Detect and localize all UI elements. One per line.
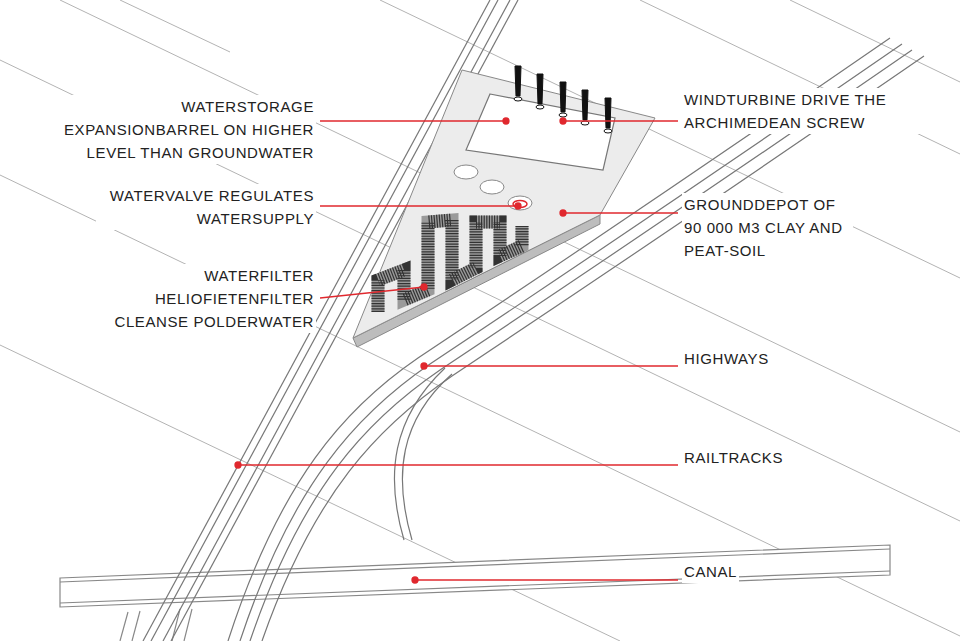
callout-label: WATERSTORAGE EXPANSIONBARREL ON HIGHER L… <box>50 95 316 164</box>
water-valve <box>508 196 532 210</box>
wind-turbine <box>582 90 588 120</box>
turbine-base <box>536 105 544 109</box>
canal-bank <box>60 571 890 603</box>
field-line <box>60 0 960 432</box>
leader-dot <box>515 203 521 209</box>
turbine-base <box>514 97 522 101</box>
leader-line <box>320 205 518 206</box>
leader-dot <box>235 462 241 468</box>
bridge-stub <box>132 611 140 641</box>
leader-dot <box>421 284 427 290</box>
wind-turbine <box>560 82 566 112</box>
leader-dot <box>421 363 427 369</box>
field-line <box>0 60 960 521</box>
wind-turbine <box>515 66 521 96</box>
field-line <box>790 0 960 82</box>
platform-side <box>353 215 600 347</box>
wind-turbine <box>537 74 543 104</box>
helophyte-filter <box>378 220 522 312</box>
callout-label: RAILTRACKS <box>682 446 785 469</box>
platform <box>353 70 655 347</box>
side-road <box>394 368 445 540</box>
callout-label: WINDTURBINE DRIVE THE ARCHIMEDEAN SCREW <box>682 88 948 134</box>
callout-label: HIGHWAYS <box>682 347 771 370</box>
canal-water <box>60 545 890 607</box>
field-line <box>640 0 960 154</box>
callout-label: CANAL <box>682 560 739 583</box>
leader-dot <box>560 210 566 216</box>
leader-line <box>424 365 678 366</box>
callout-label: WATERVALVE REGULATES WATERSUPPLY <box>96 184 316 230</box>
leader-line <box>563 120 678 121</box>
helophyte-texture <box>378 220 522 312</box>
highway-edge <box>250 50 912 641</box>
field-line <box>0 175 960 636</box>
leader-line <box>415 579 678 580</box>
leader-dot <box>560 118 566 124</box>
water-valve <box>454 165 478 179</box>
turbine-base <box>604 129 612 133</box>
wind-turbines <box>514 66 612 133</box>
bridge-stub <box>120 612 128 641</box>
leader-line <box>238 464 678 465</box>
side-road <box>402 374 452 540</box>
callout-label: WATERFILTER HELIOFIETENFILTER CLEANSE PO… <box>90 264 316 333</box>
wind-turbine <box>605 98 611 128</box>
leader-line <box>320 287 424 298</box>
leader-dot <box>503 118 509 124</box>
leader-line <box>320 120 506 121</box>
turbine-base <box>559 113 567 117</box>
water-storage <box>466 94 615 170</box>
highway-edge <box>262 56 924 641</box>
leader-line <box>563 212 678 213</box>
callout-label: GROUNDDEPOT OF 90 000 M3 CLAY AND PEAT-S… <box>682 193 853 262</box>
canal <box>60 545 890 641</box>
water-valve <box>480 180 504 194</box>
field-line <box>120 0 230 52</box>
ground-depot <box>353 70 655 338</box>
leader-dot <box>412 577 418 583</box>
